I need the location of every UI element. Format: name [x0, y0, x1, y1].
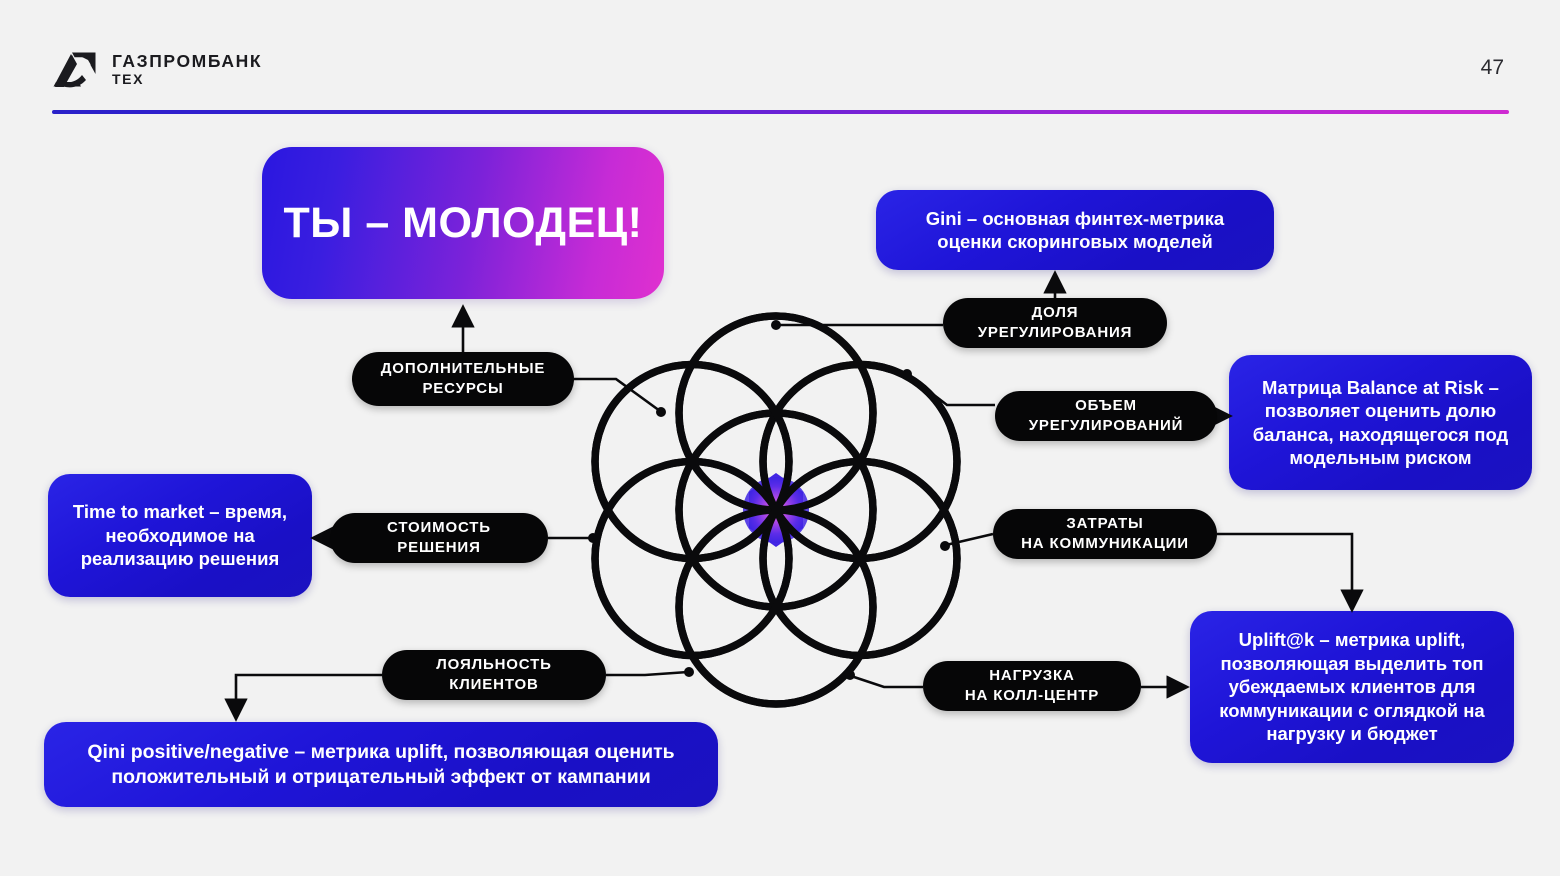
brand-name-line1: ГАЗПРОМБАНК [112, 51, 263, 72]
pill-nagruzka-na-koll-centr: НАГРУЗКА НА КОЛЛ-ЦЕНТР [923, 661, 1141, 711]
pill-obyem-uregulirovaniy: ОБЪЕМ УРЕГУЛИРОВАНИЙ [995, 391, 1217, 441]
brand-logo-text: ГАЗПРОМБАНК ТЕХ [112, 52, 262, 87]
pill-dolya-line2: УРЕГУЛИРОВАНИЯ [977, 324, 1133, 341]
pill-loyalnost-line1: ЛОЯЛЬНОСТЬ [436, 656, 552, 674]
page-number: 47 [1480, 56, 1504, 79]
info-card-gini: Gini – основная финтех-метрика оценки ск… [876, 190, 1274, 270]
info-card-time-to-market: Time to market – время, необходимое на р… [48, 474, 312, 597]
info-card-uplift-at-k-text: Uplift@k – метрика uplift, позволяющая в… [1219, 629, 1485, 745]
brand-logo: ГАЗПРОМБАНК ТЕХ [52, 50, 262, 90]
info-card-time-to-market-text: Time to market – время, необходимое на р… [72, 501, 288, 570]
pill-stoimost-resheniya: СТОИМОСТЬ РЕШЕНИЯ [330, 513, 548, 563]
pill-dop-resursy: ДОПОЛНИТЕЛЬНЫЕ РЕСУРСЫ [352, 352, 574, 406]
pill-zatraty-line1: ЗАТРАТЫ [1066, 515, 1144, 533]
info-card-uplift-at-k: Uplift@k – метрика uplift, позволяющая в… [1190, 611, 1514, 763]
info-card-qini: Qini positive/negative – метрика uplift,… [44, 722, 718, 807]
pill-stoimost-line2: РЕШЕНИЯ [397, 539, 481, 556]
pill-obyem-line1: ОБЪЕМ [1075, 397, 1137, 415]
hero-title: ТЫ – МОЛОДЕЦ! [283, 198, 643, 247]
pill-dop-resursy-line1: ДОПОЛНИТЕЛЬНЫЕ [380, 360, 546, 378]
pill-loyalnost-line2: КЛИЕНТОВ [449, 676, 539, 693]
pill-zatraty-na-kommunikacii: ЗАТРАТЫ НА КОММУНИКАЦИИ [993, 509, 1217, 559]
pill-zatraty-line2: НА КОММУНИКАЦИИ [1021, 535, 1189, 552]
info-card-balance-at-risk: Матрица Balance at Risk – позволяет оцен… [1229, 355, 1532, 490]
pill-obyem-line2: УРЕГУЛИРОВАНИЙ [1028, 417, 1184, 434]
pill-nagruzka-line1: НАГРУЗКА [989, 667, 1075, 685]
pill-dolya-uregulirovaniya: ДОЛЯ УРЕГУЛИРОВАНИЯ [943, 298, 1167, 348]
pill-dolya-line1: ДОЛЯ [1031, 304, 1079, 322]
header-divider [52, 110, 1509, 114]
info-card-qini-text: Qini positive/negative – метрика uplift,… [87, 740, 675, 788]
pill-dop-resursy-line2: РЕСУРСЫ [422, 380, 504, 397]
pill-nagruzka-line2: НА КОЛЛ-ЦЕНТР [964, 687, 1100, 704]
gazprombank-logo-icon [53, 52, 96, 88]
pill-loyalnost-klientov: ЛОЯЛЬНОСТЬ КЛИЕНТОВ [382, 650, 606, 700]
diagram-core [743, 473, 809, 547]
hero-banner: ТЫ – МОЛОДЕЦ! [262, 147, 664, 299]
brand-name-line2: ТЕХ [112, 70, 145, 87]
pill-stoimost-line1: СТОИМОСТЬ [387, 519, 491, 537]
info-card-gini-text: Gini – основная финтех-метрика оценки ск… [925, 207, 1225, 252]
info-card-balance-at-risk-text: Матрица Balance at Risk – позволяет оцен… [1252, 376, 1509, 468]
